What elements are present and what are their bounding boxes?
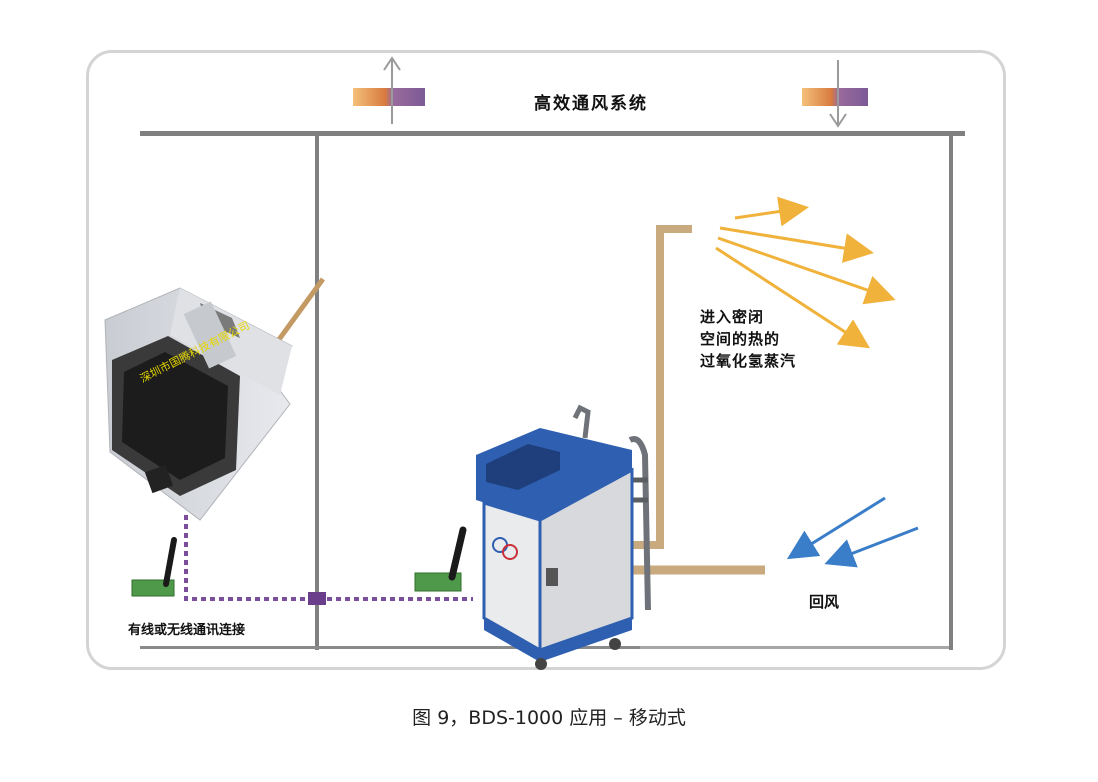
figure-caption: 图 9，BDS-1000 应用 – 移动式: [412, 707, 686, 729]
vapor-label: 进入密闭 空间的热的 过氧化氢蒸汽: [700, 306, 796, 372]
vapor-label-line-2: 空间的热的: [700, 330, 781, 348]
supply-duct: [612, 225, 765, 575]
connection-line: [184, 515, 473, 605]
wireless-module-right: [414, 526, 467, 592]
mobile-unit: [476, 404, 651, 670]
system-title: 高效通风系统: [534, 94, 648, 114]
vapor-label-line-1: 进入密闭: [700, 308, 765, 326]
wireless-antenna-icon: [131, 537, 177, 597]
vapor-label-line-3: 过氧化氢蒸汽: [700, 352, 797, 370]
wall-controller: [104, 277, 326, 521]
return-air-arrow-icon: [786, 496, 919, 568]
vent-up-arrow-icon: [383, 56, 401, 124]
connection-label: 有线或无线通讯连接: [128, 623, 246, 638]
room-walls: [140, 131, 965, 650]
return-air-label: 回风: [809, 593, 840, 611]
vent-down-arrow-icon: [829, 60, 847, 128]
vent-right: [802, 88, 868, 106]
vapor-arrow-icon: [715, 196, 896, 349]
vent-left: [353, 88, 425, 106]
